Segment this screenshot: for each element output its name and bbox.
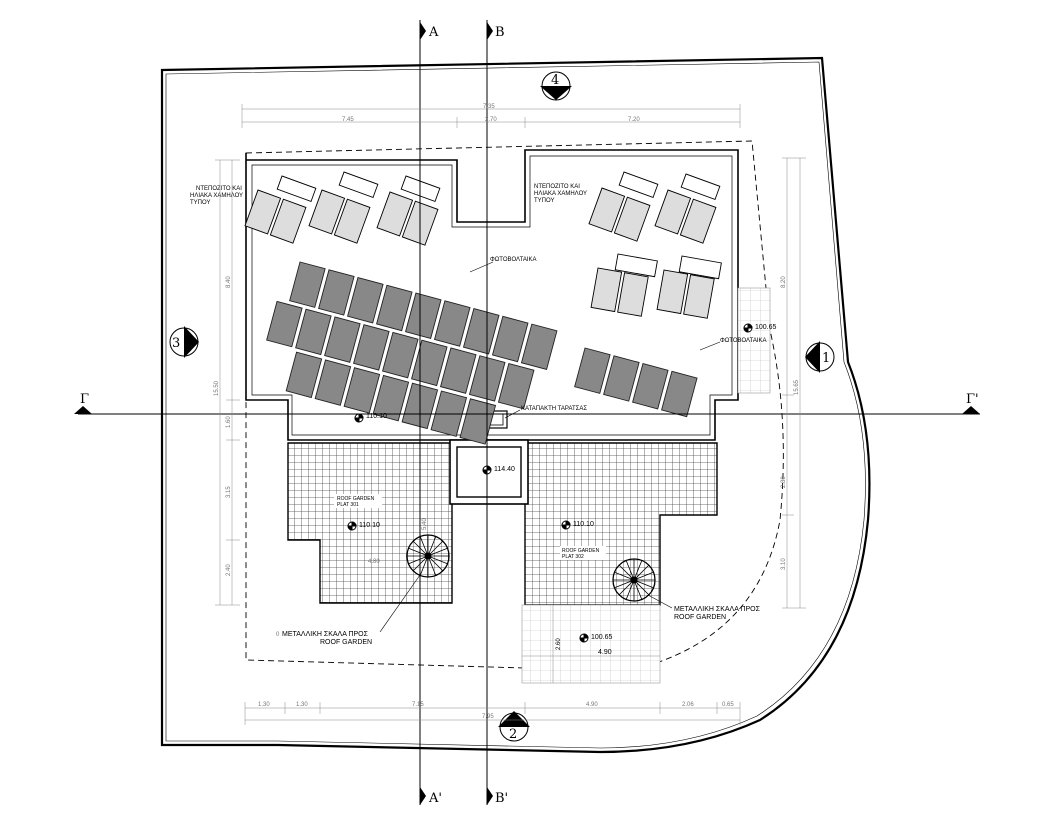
level-garden-right: 110.10	[573, 521, 594, 528]
svg-text:3.15: 3.15	[226, 486, 232, 498]
svg-text:ΤΥΠΟΥ: ΤΥΠΟΥ	[190, 200, 210, 206]
dimension-texts: 7.35 7.45 2.70 7.20 15.50 8.40 1.60 3.15…	[214, 104, 800, 720]
section-marker-A-prime	[420, 787, 426, 805]
section-label-G: Γ	[80, 392, 89, 407]
svg-text:15.65: 15.65	[794, 379, 800, 395]
level-garden-left: 110.10	[359, 522, 380, 529]
level-right-strip: 100.65	[755, 324, 777, 331]
svg-text:1: 1	[822, 351, 830, 366]
svg-text:ROOF GARDEN: ROOF GARDEN	[320, 639, 372, 646]
pv-array-right	[574, 347, 698, 418]
pv-array-main	[266, 261, 558, 445]
plot-boundary	[160, 56, 871, 754]
svg-text:7.45: 7.45	[342, 117, 354, 123]
annotation-roof-garden-301: ROOF GARDEN PLAT 301	[334, 494, 382, 508]
annotation-roof-garden-302: ROOF GARDEN PLAT 302	[560, 546, 606, 560]
svg-text:4.80: 4.80	[368, 559, 380, 565]
section-label-B-prime: B'	[495, 791, 508, 806]
section-marker-B	[487, 22, 493, 40]
solar-heaters-right	[588, 171, 722, 319]
section-marker-A	[420, 22, 426, 40]
section-lines	[78, 20, 980, 805]
svg-text:3: 3	[172, 336, 180, 351]
svg-text:1.30: 1.30	[258, 702, 270, 708]
svg-text:2.60: 2.60	[556, 638, 562, 650]
svg-text:0: 0	[276, 632, 280, 638]
annotation-pv-right: ΦΩΤΟΒΟΛΤΑΙΚΑ	[720, 338, 767, 344]
svg-text:2.40: 2.40	[226, 564, 232, 576]
annotation-pv-top: ΦΩΤΟΒΟΛΤΑΙΚΑ	[490, 257, 537, 263]
svg-text:PLAT 301: PLAT 301	[337, 502, 359, 508]
svg-text:ΗΛΙΑΚΑ ΧΑΜΗΛΟΥ: ΗΛΙΑΚΑ ΧΑΜΗΛΟΥ	[534, 191, 587, 197]
annotation-hatch: ΚΑΤΑΠΑΚΤΗ ΤΑΡΑΤΣΑΣ	[521, 406, 587, 412]
svg-text:8.20: 8.20	[781, 276, 787, 288]
svg-text:ΤΥΠΟΥ: ΤΥΠΟΥ	[534, 198, 554, 204]
svg-text:2.80: 2.80	[781, 476, 787, 488]
section-marker-G-prime	[962, 406, 980, 414]
svg-text:ROOF GARDEN: ROOF GARDEN	[337, 496, 375, 502]
svg-text:ΜΕΤΑΛΛΙΚΗ ΣΚΑΛΑ ΠΡΟΣ: ΜΕΤΑΛΛΙΚΗ ΣΚΑΛΑ ΠΡΟΣ	[674, 606, 761, 613]
level-markers	[347, 323, 753, 643]
section-label-A-prime: A'	[428, 791, 442, 806]
svg-text:0.65: 0.65	[722, 702, 734, 708]
level-stair-core: 114.40	[494, 466, 515, 473]
section-label-B: B	[495, 25, 505, 40]
annotation-heaters-right: ΝΤΕΠΟΖΙΤΟ ΚΑΙ ΗΛΙΑΚΑ ΧΑΜΗΛΟΥ ΤΥΠΟΥ	[534, 184, 587, 204]
svg-text:ΝΤΕΠΟΖΙΤΟ ΚΑΙ: ΝΤΕΠΟΖΙΤΟ ΚΑΙ	[196, 186, 242, 192]
svg-text:15.50: 15.50	[214, 380, 220, 396]
svg-text:7.95: 7.95	[482, 714, 494, 720]
svg-text:ΗΛΙΑΚΑ ΧΑΜΗΛΟΥ: ΗΛΙΑΚΑ ΧΑΜΗΛΟΥ	[190, 193, 243, 199]
roof-slab	[245, 149, 739, 441]
level-roof: 110.10	[366, 413, 387, 420]
svg-text:7.35: 7.35	[483, 104, 495, 110]
bottom-pergola	[521, 604, 661, 684]
section-marker-B-prime	[487, 787, 493, 805]
right-terrace-strip	[737, 287, 771, 394]
svg-text:2.06: 2.06	[682, 702, 694, 708]
dimension-lines	[215, 104, 806, 725]
elevation-marker-4: 4	[540, 71, 572, 101]
elevation-marker-3: 3	[169, 326, 199, 358]
svg-text:2: 2	[509, 727, 517, 742]
svg-text:8.40: 8.40	[226, 276, 232, 288]
svg-text:7.15: 7.15	[412, 702, 424, 708]
svg-text:2.70: 2.70	[485, 117, 497, 123]
svg-text:ROOF GARDEN: ROOF GARDEN	[562, 548, 600, 554]
spiral-stair-right	[612, 558, 656, 602]
svg-text:1.60: 1.60	[226, 416, 232, 428]
section-label-A: A	[428, 25, 439, 40]
solar-heaters-left	[244, 171, 441, 246]
roof-garden-302	[524, 442, 718, 606]
svg-text:4.90: 4.90	[586, 702, 598, 708]
annotation-stair-left: ΜΕΤΑΛΛΙΚΗ ΣΚΑΛΑ ΠΡΟΣ ROOF GARDEN	[282, 574, 421, 646]
annotation-stair-right: ΜΕΤΑΛΛΙΚΗ ΣΚΑΛΑ ΠΡΟΣ ROOF GARDEN	[647, 594, 761, 621]
level-bottom-pergola: 100.65	[591, 634, 613, 641]
elevation-marker-1: 1	[805, 341, 835, 373]
svg-text:4: 4	[551, 73, 559, 88]
elevation-marker-2: 2	[498, 711, 530, 742]
svg-text:ΜΕΤΑΛΛΙΚΗ ΣΚΑΛΑ ΠΡΟΣ: ΜΕΤΑΛΛΙΚΗ ΣΚΑΛΑ ΠΡΟΣ	[282, 631, 369, 638]
svg-text:1.30: 1.30	[296, 702, 308, 708]
section-marker-G	[74, 406, 92, 414]
svg-text:4.90: 4.90	[598, 649, 612, 656]
svg-text:3.10: 3.10	[781, 558, 787, 570]
annotation-heaters-left: ΝΤΕΠΟΖΙΤΟ ΚΑΙ ΗΛΙΑΚΑ ΧΑΜΗΛΟΥ ΤΥΠΟΥ	[190, 186, 243, 206]
section-label-G-prime: Γ'	[966, 392, 979, 407]
svg-text:5.40: 5.40	[422, 518, 428, 530]
svg-text:ROOF GARDEN: ROOF GARDEN	[674, 614, 726, 621]
svg-text:PLAT 302: PLAT 302	[562, 554, 584, 560]
svg-text:7.20: 7.20	[628, 117, 640, 123]
spiral-stair-left	[406, 534, 450, 578]
svg-text:ΝΤΕΠΟΖΙΤΟ ΚΑΙ: ΝΤΕΠΟΖΙΤΟ ΚΑΙ	[534, 184, 580, 190]
